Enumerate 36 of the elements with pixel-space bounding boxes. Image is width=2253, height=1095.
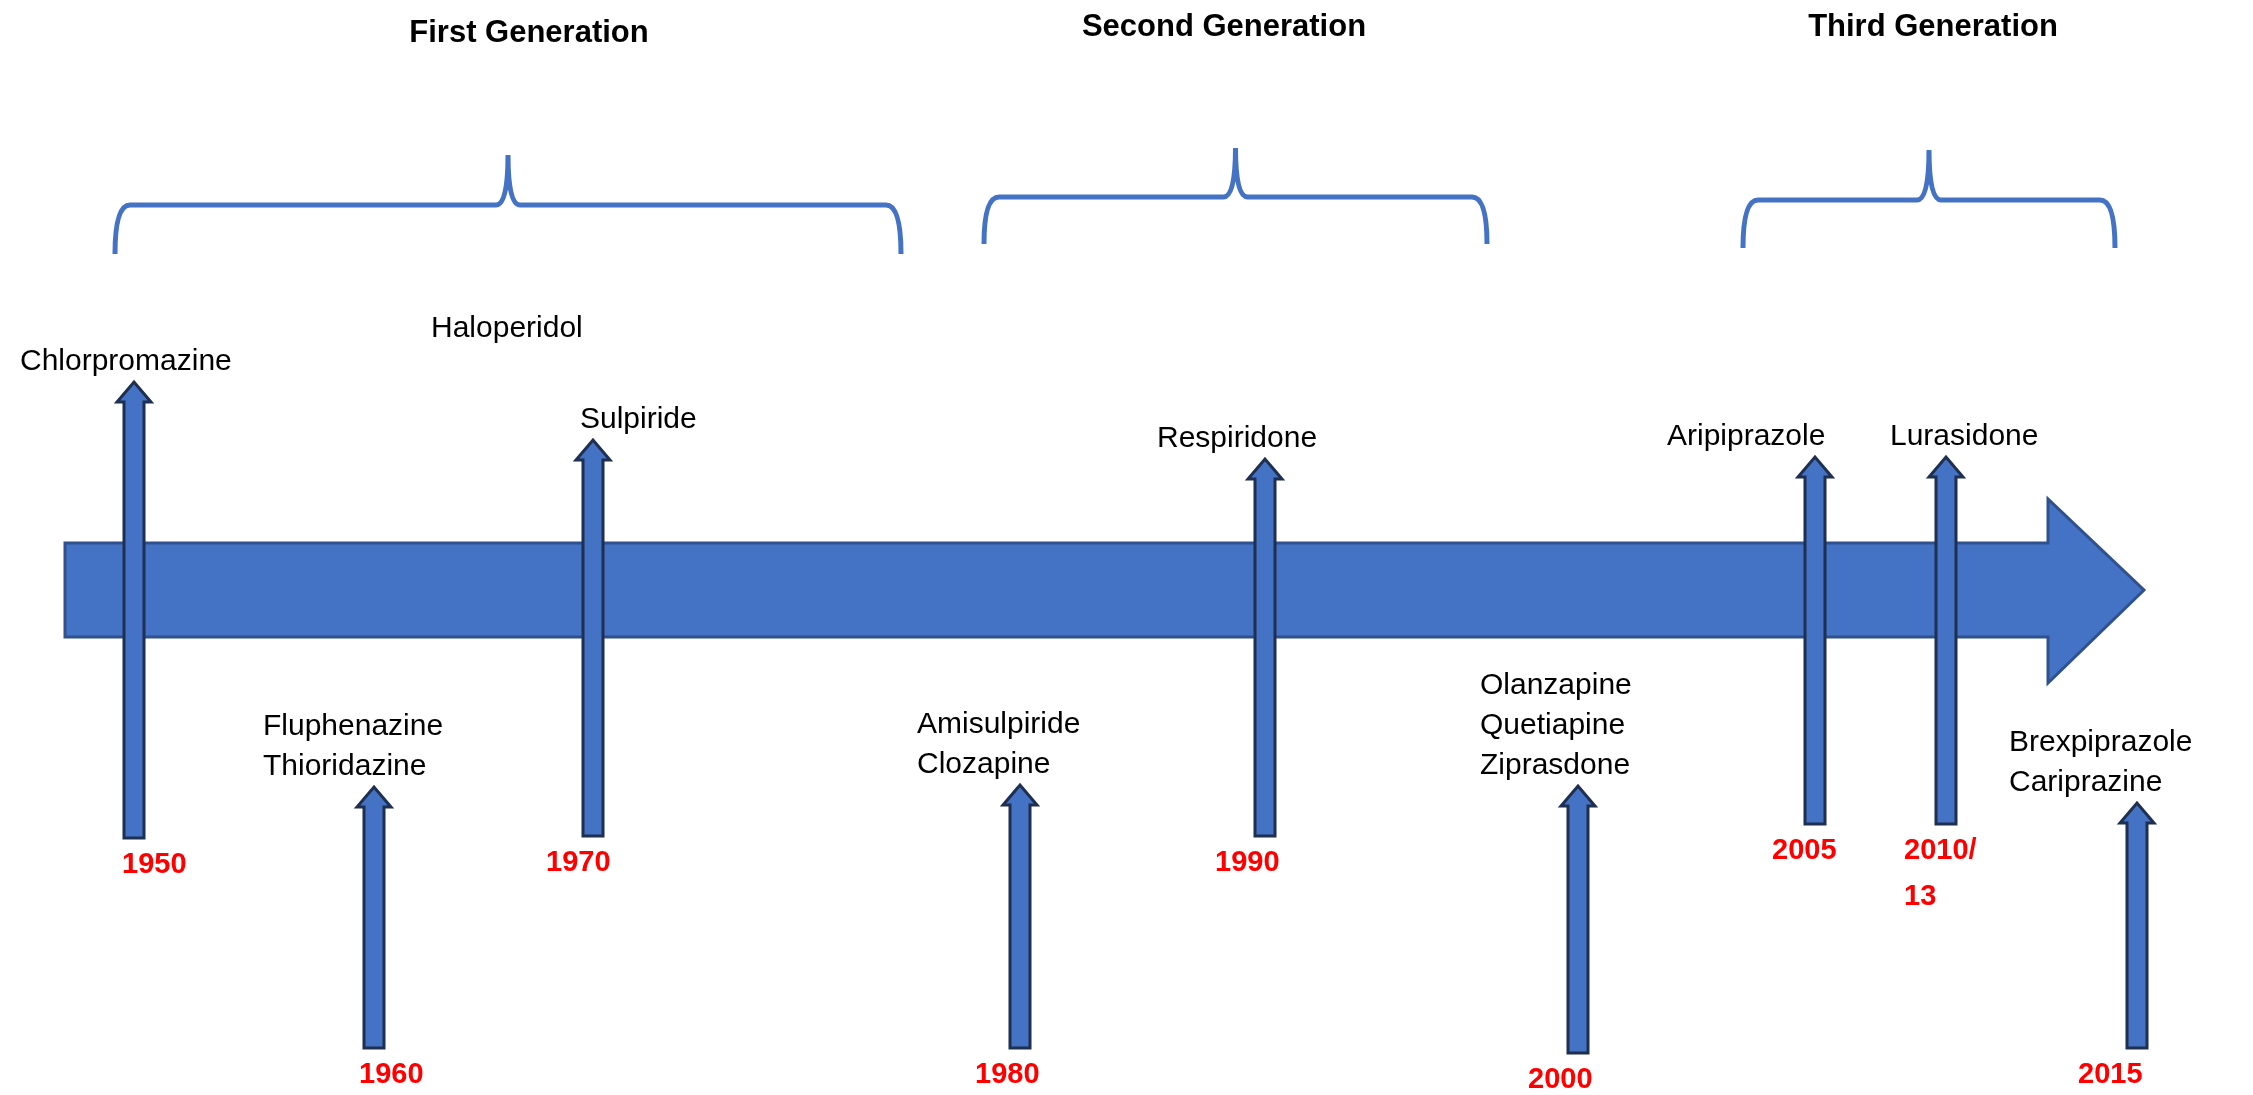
- drug-name: Respiridone: [1157, 419, 1318, 455]
- year-label: 2005: [1772, 832, 1838, 867]
- drug-name: Haloperidol: [431, 310, 583, 344]
- year-label: 1970: [546, 844, 612, 879]
- drug-name: Clozapine: [917, 745, 1052, 781]
- drug-name: Fluphenazine: [263, 707, 444, 743]
- arrow: [353, 784, 395, 1050]
- year-label: 1990: [1215, 844, 1281, 879]
- drug-name: Olanzapine: [1480, 666, 1632, 702]
- arrow: [1794, 454, 1836, 826]
- year-label: 2000: [1528, 1061, 1594, 1095]
- year-label: 1960: [359, 1056, 425, 1091]
- year-label: 2010/ 13: [1904, 832, 1978, 913]
- drug-name: Cariprazine: [2009, 763, 2164, 799]
- drug-name: Chlorpromazine: [20, 342, 232, 378]
- drug-name: Ziprasdone: [1480, 746, 1632, 782]
- generation-heading: Second Generation: [1081, 8, 1367, 44]
- generation-heading: First Generation: [409, 14, 649, 50]
- year-label: 1950: [122, 846, 188, 881]
- arrow: [572, 437, 614, 838]
- arrow: [1925, 454, 1967, 826]
- drug-name: Aripiprazole: [1667, 417, 1826, 453]
- arrow: [1244, 456, 1286, 838]
- drug-name: Lurasidone: [1890, 417, 2039, 453]
- drug-name: Sulpiride: [580, 400, 697, 436]
- arrow: [1557, 783, 1599, 1055]
- arrow: [999, 782, 1041, 1050]
- arrow: [2116, 800, 2158, 1050]
- year-label: 2015: [2078, 1056, 2144, 1091]
- drug-name: Amisulpiride: [917, 705, 1081, 741]
- generation-heading: Third Generation: [1808, 8, 2058, 44]
- drug-name: Thioridazine: [263, 747, 428, 783]
- drug-name: Quetiapine: [1480, 706, 1627, 742]
- arrow: [113, 379, 155, 840]
- drug-name: Brexpiprazole: [2009, 723, 2193, 759]
- year-label: 1980: [975, 1056, 1041, 1091]
